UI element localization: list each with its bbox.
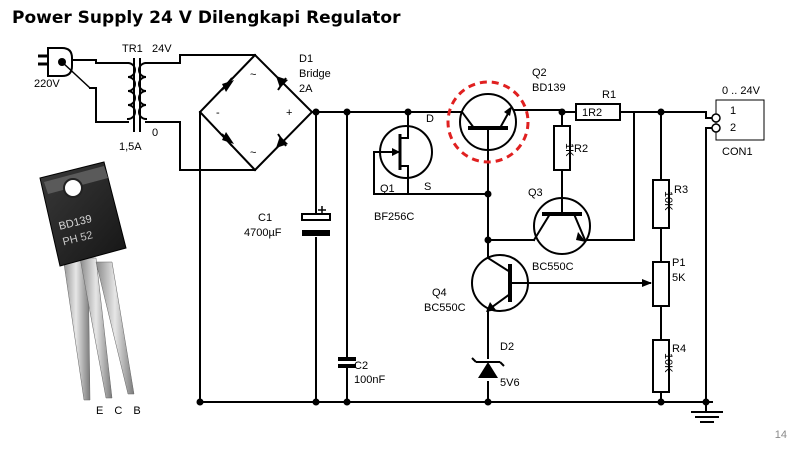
q3-name-label: Q3 [528,187,543,199]
transistor-q2 [446,80,530,164]
p1-wiper-arrow-icon [642,279,652,287]
tr1-voltage-label: 24V [152,43,172,55]
con1-pin1-label: 1 [730,105,736,117]
q1-source-label: S [424,181,431,193]
q3-type-label: BC550C [532,261,574,273]
q2-type-label: BD139 [532,82,566,94]
transistor-q3 [532,195,591,255]
transformer-tr1 [126,58,148,132]
zener-diode-d2 [471,357,505,378]
bridge-ac-label-1: ~ [250,69,256,81]
q1-drain-label: D [426,113,434,125]
con1-pin2-label: 2 [730,122,736,134]
con1-name-label: CON1 [722,146,753,158]
r1-name-label: R1 [602,89,616,101]
q1-name-label: Q1 [380,183,395,195]
tr1-current-label: 1,5A [119,141,142,153]
resistor-r3 [652,179,670,229]
wires [69,54,723,423]
mains-plug-icon [38,47,91,89]
mains-voltage-label: 220V [34,78,60,90]
con1-range-label: 0 .. 24V [722,85,761,97]
bridge-minus-label: - [216,107,220,119]
bridge-rectifier-d1 [198,53,314,172]
r1-value-label: 1R2 [582,107,602,119]
c1-value-label: 4700µF [244,227,282,239]
d1-type-label: Bridge [299,68,331,80]
r2-value-label: 1K [563,143,575,157]
p1-name-label: P1 [672,257,685,269]
c1-name-label: C1 [258,212,272,224]
bridge-plus-label: + [286,107,292,119]
d2-name-label: D2 [500,341,514,353]
jfet-q1 [379,125,433,179]
tr1-zero-label: 0 [152,127,158,139]
resistor-r1 [575,103,621,121]
r3-value-label: 10K [662,191,674,211]
bd139-pin-labels: E C B [96,405,145,417]
r4-name-label: R4 [672,343,686,355]
p1-value-label: 5K [672,272,686,284]
r4-value-label: 10K [662,353,674,373]
bd139-photo: BD139 PH 52 [39,161,135,401]
resistor-r4 [652,339,670,393]
q1-type-label: BF256C [374,211,414,223]
junctions [196,108,710,406]
r2-name-label: R2 [574,143,588,155]
q2-highlight-circle [446,80,530,164]
c2-name-label: C2 [354,360,368,372]
r3-name-label: R3 [674,184,688,196]
q4-name-label: Q4 [432,287,447,299]
d1-rating-label: 2A [299,83,313,95]
d1-name-label: D1 [299,53,313,65]
resistor-r2 [553,125,571,171]
connector-con1 [711,99,765,141]
q4-type-label: BC550C [424,302,466,314]
page-number: 14 [774,429,787,441]
transistor-q4 [471,254,529,312]
d2-value-label: 5V6 [500,377,520,389]
q2-name-label: Q2 [532,67,547,79]
tr1-label: TR1 [122,43,143,55]
capacitor-c1 [301,206,331,236]
slide-title: Power Supply 24 V Dilengkapi Regulator [12,8,401,28]
bridge-ac-label-2: ~ [250,147,256,159]
c2-value-label: 100nF [354,374,385,386]
capacitor-c2 [338,357,356,368]
potentiometer-p1 [652,261,670,307]
